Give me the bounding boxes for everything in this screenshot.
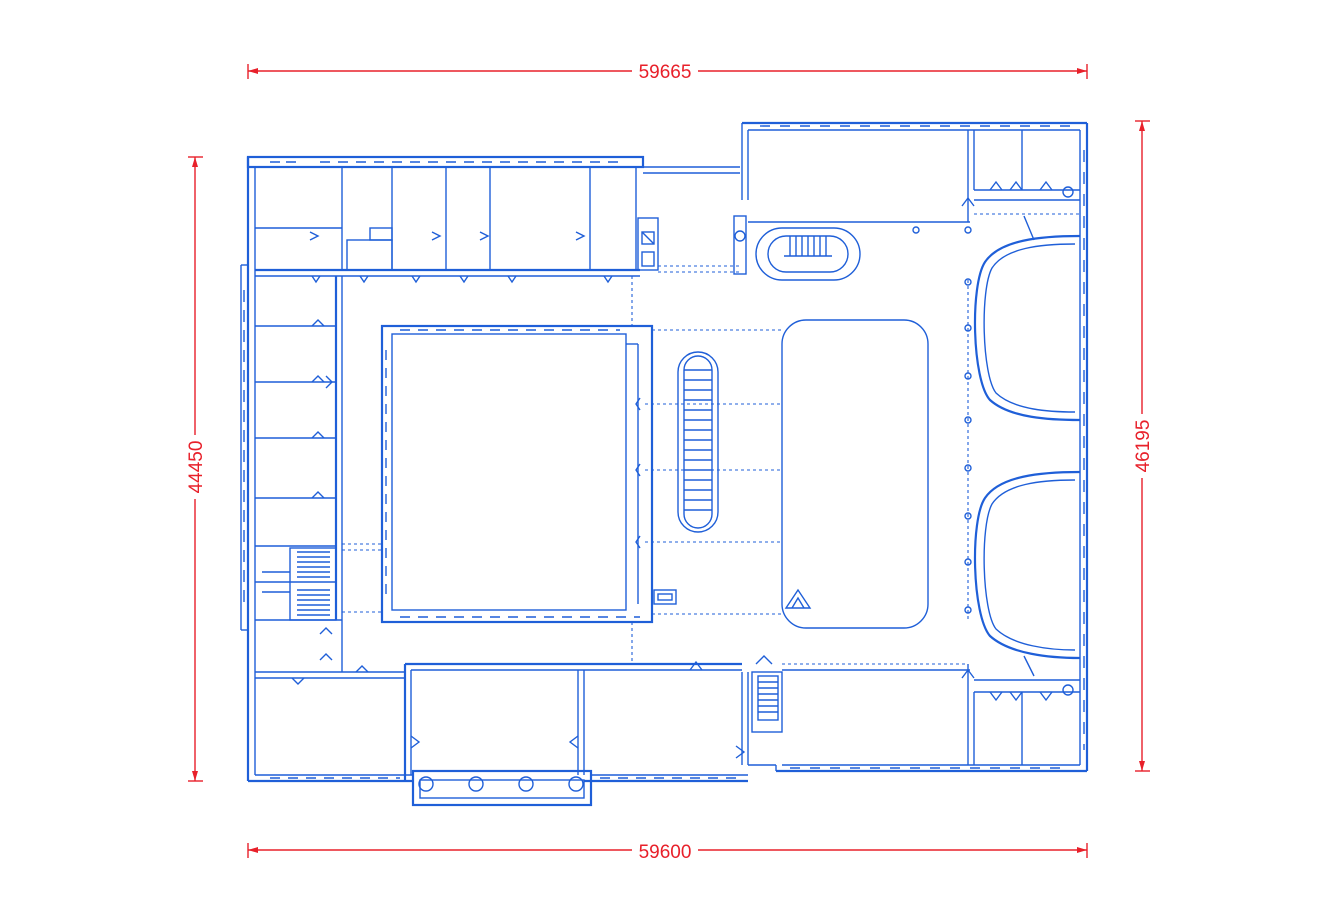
- curved-gallery-north: [973, 215, 1081, 422]
- dimension-top-label: 59665: [639, 62, 692, 83]
- atrium-grid: [635, 329, 782, 615]
- dimension-left: 44450: [183, 156, 207, 782]
- west-wing-exterior-wall: [240, 155, 645, 783]
- west-stair: [255, 547, 337, 621]
- south-entrance-portico: [411, 769, 593, 807]
- dimension-right: 46195: [1130, 120, 1154, 772]
- north-classrooms: [255, 167, 640, 284]
- north-service-block: [637, 166, 747, 275]
- auditorium-block: [781, 319, 929, 629]
- southeast-rooms: [782, 186, 1080, 765]
- central-hall-walls: [342, 276, 654, 664]
- curved-gallery-south: [973, 470, 1081, 677]
- south-wing-walls: [403, 660, 777, 783]
- west-wing-windows: [243, 161, 620, 779]
- dimension-bottom: 59600: [247, 838, 1088, 863]
- dimension-left-label: 44450: [186, 441, 207, 494]
- east-lobby-walls: [748, 130, 1080, 223]
- southeast-stair: [735, 655, 783, 765]
- dimension-right-label: 46195: [1133, 420, 1154, 473]
- atrium-escalator: [677, 351, 719, 533]
- dimension-bottom-label: 59600: [639, 842, 692, 863]
- spiral-stair: [755, 227, 861, 281]
- east-wing-exterior-wall: [741, 121, 1089, 773]
- dimension-top: 59665: [247, 58, 1088, 83]
- west-corridor-rooms: [255, 276, 343, 620]
- east-columns: [912, 226, 972, 620]
- southwest-rooms: [255, 619, 405, 685]
